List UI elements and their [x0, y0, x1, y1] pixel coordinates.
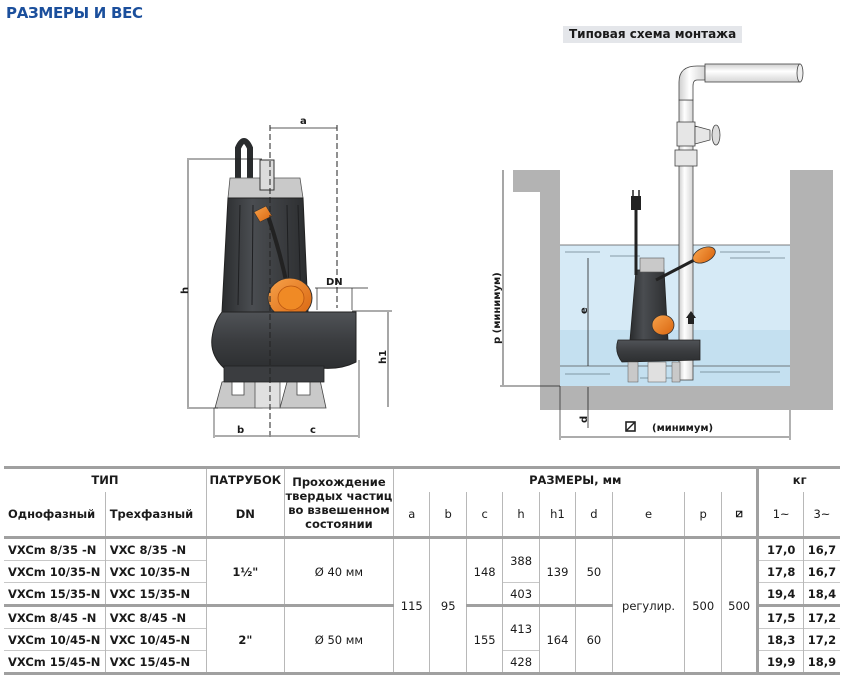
- table-row: VXCm 15/35-N VXC 15/35-N 403 19,4 18,4: [4, 582, 840, 606]
- header-dim-d: d: [575, 491, 613, 538]
- dim-label-h1: h1: [378, 350, 389, 364]
- weight-1ph: 17,5: [756, 604, 804, 629]
- header-outlet-dn: DN: [205, 491, 285, 538]
- dim-label-dn: DN: [326, 277, 343, 288]
- dim-b: 95: [429, 537, 467, 674]
- page-title: РАЗМЕРЫ И ВЕС: [6, 4, 143, 22]
- weight-1ph: 19,4: [756, 582, 804, 606]
- weight-1ph: 18,3: [756, 628, 804, 651]
- header-three-phase: Трехфазный: [104, 491, 207, 538]
- weight-3ph: 17,2: [802, 604, 840, 629]
- specifications-table: ТИП ПАТРУБОК Прохождение твердых частиц …: [4, 466, 840, 675]
- outlet-dn: 2": [205, 604, 285, 674]
- dim-a: 115: [393, 537, 430, 674]
- table-row: VXCm 10/35-N VXC 10/35-N 17,8 16,7: [4, 560, 840, 583]
- dim-square: 500: [720, 537, 758, 674]
- model-single-phase: VXCm 8/35 -N: [8, 542, 97, 557]
- header-solids: Прохождение твердых частиц во взвешенном…: [283, 467, 394, 538]
- dim-label-a: a: [300, 116, 307, 127]
- header-dim-c: c: [465, 491, 503, 538]
- header-weight-3ph: 3~: [802, 491, 840, 538]
- model-three-phase: VXC 8/45 -N: [104, 604, 207, 629]
- gate-valve: [676, 121, 696, 147]
- weight-3ph: 18,4: [802, 582, 840, 606]
- model-three-phase: VXC 15/35-N: [104, 582, 207, 606]
- header-dim-b: b: [429, 491, 467, 538]
- dim-label-b: b: [237, 425, 244, 436]
- table-row: VXCm 8/45 -N VXC 8/45 -N 2" Ø 50 мм 155 …: [4, 604, 840, 674]
- dim-e: регулир.: [611, 537, 685, 674]
- dim-d: 50: [575, 537, 613, 606]
- square-section-icon: [625, 421, 636, 432]
- pump-handle: [235, 138, 253, 180]
- table-row: VXCm 8/35 -N VXC 8/35 -N 1½" Ø 40 мм 115…: [4, 537, 840, 674]
- installation-scheme-title: Типовая схема монтажа: [563, 26, 743, 43]
- solids-passage: Ø 50 мм: [283, 604, 394, 674]
- weight-3ph: 16,7: [802, 537, 840, 561]
- weight-3ph: 18,9: [802, 650, 840, 674]
- header-type: ТИП: [91, 473, 119, 488]
- header-weight-1ph: 1~: [756, 491, 804, 538]
- pump-dimension-drawing: a h DN h1 b c: [180, 116, 392, 440]
- dim-h: 413: [502, 604, 540, 651]
- dim-h1: 139: [538, 537, 576, 606]
- technical-drawings: a h DN h1 b c: [180, 63, 833, 440]
- dim-d: 60: [575, 604, 613, 674]
- header-dimensions: РАЗМЕРЫ, мм: [393, 467, 758, 492]
- dim-c: 148: [465, 537, 503, 606]
- dim-h: 403: [502, 582, 540, 606]
- model-single-phase: VXCm 10/35-N: [4, 560, 106, 583]
- header-dim-e: e: [611, 491, 685, 538]
- weight-1ph: 19,9: [756, 650, 804, 674]
- header-outlet: ПАТРУБОК: [205, 467, 285, 492]
- solids-passage: Ø 40 мм: [283, 537, 394, 606]
- model-three-phase: VXC 10/45-N: [104, 628, 207, 651]
- dim-label-c: c: [310, 425, 316, 436]
- cable-gland: [259, 159, 275, 191]
- header-dim-p: p: [684, 491, 722, 538]
- weight-3ph: 17,2: [802, 628, 840, 651]
- outlet-dn: 1½": [205, 537, 285, 606]
- dim-h1: 164: [538, 604, 576, 674]
- header-dim-h1: h1: [538, 491, 576, 538]
- model-single-phase: VXCm 8/45 -N: [4, 604, 106, 629]
- dim-label-p: p (минимум): [492, 272, 503, 344]
- model-single-phase: VXCm 15/35-N: [4, 582, 106, 606]
- dim-h: 388: [502, 537, 540, 583]
- header-dim-a: a: [393, 491, 430, 538]
- header-weight: кг: [756, 467, 840, 492]
- weight-1ph: 17,0: [756, 537, 804, 561]
- pump-volute: [211, 311, 357, 369]
- weight-1ph: 17,8: [756, 560, 804, 583]
- model-three-phase: VXC 10/35-N: [104, 560, 207, 583]
- dim-label-d: d: [579, 416, 590, 423]
- weight-3ph: 16,7: [802, 560, 840, 583]
- header-dim-square: ⧄: [720, 491, 758, 538]
- installation-scheme-drawing: p (минимум) e d (минимум): [492, 63, 833, 440]
- table-row: VXCm 10/45-N VXC 10/45-N 18,3 17,2: [4, 628, 840, 651]
- dim-label-e: e: [579, 307, 590, 314]
- dim-label-square: (минимум): [652, 423, 713, 434]
- model-three-phase: VXC 8/35 -N: [104, 537, 207, 561]
- dim-h: 428: [502, 650, 540, 674]
- dim-p: 500: [684, 537, 722, 674]
- dim-label-h: h: [180, 287, 191, 294]
- header-single-phase: Однофазный: [8, 506, 96, 521]
- header-dim-h: h: [502, 491, 540, 538]
- model-three-phase: VXC 15/45-N: [104, 650, 207, 674]
- model-single-phase: VXCm 15/45-N: [4, 650, 106, 674]
- model-single-phase: VXCm 10/45-N: [4, 628, 106, 651]
- dim-c: 155: [465, 604, 503, 674]
